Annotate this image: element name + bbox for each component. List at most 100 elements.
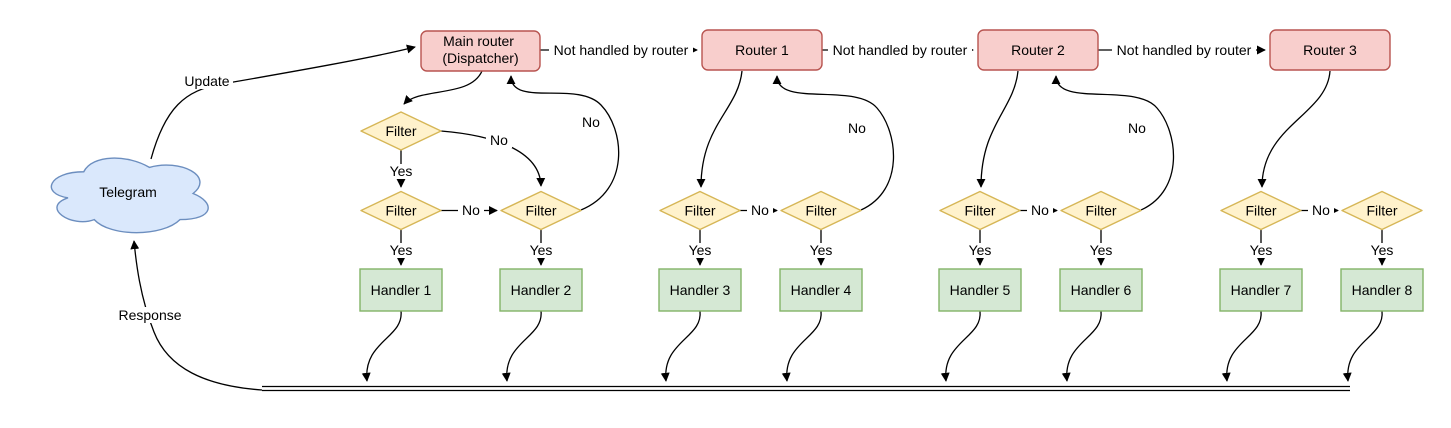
filter-r2-2 [1060, 190, 1142, 231]
label-yes-f1: Yes [390, 242, 413, 258]
filter-r3-2-label: Filter [1366, 203, 1397, 219]
filter-r3-1 [1220, 190, 1302, 231]
label-not-handled-1-bg [549, 42, 693, 58]
label-yes-f7-bg [1246, 243, 1276, 258]
label-not-handled-3: Not handled by router [1117, 42, 1252, 58]
label-not-handled-1: Not handled by router [554, 42, 689, 58]
label-yes-entry: Yes [390, 163, 413, 179]
label-no-r3-pair: No [1312, 202, 1330, 218]
label-yes-f3: Yes [689, 242, 712, 258]
label-yes-f6: Yes [1090, 242, 1113, 258]
filter-r2-1-label: Filter [964, 203, 995, 219]
label-yes-f7: Yes [1250, 242, 1273, 258]
filter-r1-2 [780, 190, 862, 231]
filter-r3-1-label: Filter [1245, 203, 1276, 219]
label-update: Update [184, 73, 229, 89]
filter-r2-1 [939, 190, 1021, 231]
node-handler-8-label: Handler 8 [1352, 282, 1413, 298]
label-yes-f2: Yes [530, 242, 553, 258]
filter-main-1 [360, 190, 442, 231]
edge-h1-to-bus [361, 310, 402, 382]
label-no-entry-bg [486, 133, 512, 148]
node-router-3 [1269, 29, 1391, 71]
edge-r3-to-filter [1257, 70, 1331, 188]
label-not-handled-2: Not handled by router [833, 42, 968, 58]
label-no-r1-pair-bg [747, 203, 773, 218]
edge-h3-to-bus [660, 310, 701, 382]
label-yes-f8: Yes [1371, 242, 1394, 258]
node-handler-3-label: Handler 3 [670, 282, 731, 298]
edge-h2-to-bus [501, 310, 542, 382]
filter-main-entry [360, 111, 442, 151]
label-no-loop-main-bg [578, 115, 604, 130]
edge-r2-to-filter [976, 70, 1019, 188]
label-no-loop-r2-bg [1124, 121, 1150, 136]
edges-group [130, 44, 1387, 392]
label-response: Response [118, 307, 181, 323]
edge-no-loop-r2 [1051, 75, 1175, 211]
filter-r1-1-label: Filter [684, 203, 715, 219]
label-no-loop-main: No [582, 114, 600, 130]
node-main-router-label: Main router (Dispatcher) [442, 33, 518, 66]
node-handler-3 [658, 268, 742, 312]
node-router-1-label: Router 1 [735, 42, 789, 58]
edge-h4-to-bus [781, 310, 822, 382]
label-yes-f5-bg [965, 243, 995, 258]
label-update-bg [181, 73, 233, 89]
edge-h6-to-bus [1061, 310, 1102, 382]
edge-update [150, 44, 416, 160]
node-router-2 [977, 29, 1099, 71]
node-router-3-label: Router 3 [1303, 42, 1357, 58]
filter-main-1-label: Filter [385, 203, 416, 219]
filter-main-2 [500, 190, 582, 231]
label-yes-f1-bg [386, 243, 416, 258]
edge-r1-to-filter [696, 70, 743, 188]
label-yes-f6-bg [1086, 243, 1116, 258]
label-no-loop-r1: No [848, 120, 866, 136]
node-router-2-label: Router 2 [1011, 42, 1065, 58]
label-no-main-pair: No [462, 202, 480, 218]
edge-main-to-filter [403, 70, 483, 105]
label-response-bg [113, 307, 187, 323]
label-yes-entry-bg [386, 164, 416, 179]
filter-r1-2-label: Filter [805, 203, 836, 219]
node-handler-5 [938, 268, 1022, 312]
filter-r3-2 [1341, 190, 1423, 231]
node-handler-7 [1219, 268, 1303, 312]
node-handler-6 [1059, 268, 1143, 312]
node-handler-7-label: Handler 7 [1231, 282, 1292, 298]
nodes-group: Telegram Main router (Dispatcher) Router… [50, 29, 1424, 312]
node-handler-8 [1340, 268, 1424, 312]
node-handler-1 [359, 268, 443, 312]
edge-h7-to-bus [1221, 310, 1262, 382]
telegram-cloud [50, 157, 209, 234]
label-not-handled-2-bg [828, 42, 972, 58]
filter-main-entry-label: Filter [385, 123, 416, 139]
label-yes-f3-bg [685, 243, 715, 258]
node-handler-4-label: Handler 4 [791, 282, 852, 298]
node-main-router [420, 30, 541, 72]
label-not-handled-3-bg [1112, 42, 1256, 58]
edge-no-loop-r1 [772, 75, 895, 211]
filter-r1-1 [659, 190, 741, 231]
node-handler-5-label: Handler 5 [950, 282, 1011, 298]
edge-h8-to-bus [1342, 310, 1383, 382]
filter-main-2-label: Filter [525, 203, 556, 219]
label-no-loop-r1-bg [844, 121, 870, 136]
label-yes-f8-bg [1367, 243, 1397, 258]
node-handler-1-label: Handler 1 [371, 282, 432, 298]
node-handler-2 [499, 268, 583, 312]
label-no-r1-pair: No [751, 202, 769, 218]
label-yes-f4: Yes [810, 242, 833, 258]
node-handler-2-label: Handler 2 [511, 282, 572, 298]
node-handler-4 [779, 268, 863, 312]
label-no-main-pair-bg [458, 203, 484, 218]
filter-r2-2-label: Filter [1085, 203, 1116, 219]
edge-response [130, 240, 263, 391]
label-no-r2-pair: No [1031, 202, 1049, 218]
edge-labels-group: Update Response Not handled by router No… [113, 42, 1397, 323]
label-no-entry: No [490, 132, 508, 148]
label-no-loop-r2: No [1128, 120, 1146, 136]
label-yes-f5: Yes [969, 242, 992, 258]
